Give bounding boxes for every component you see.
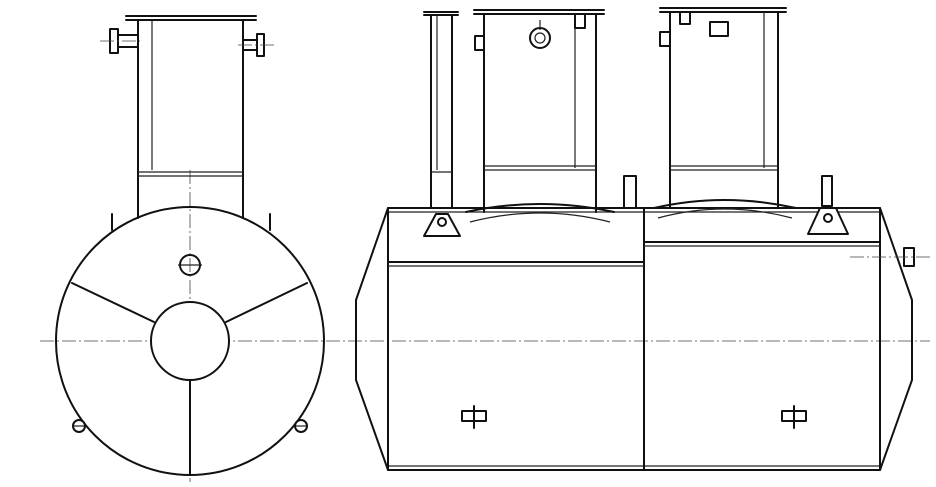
end-view-partition-left	[71, 282, 155, 323]
end-view-central-hub	[150, 301, 230, 381]
side-view-riser-2	[653, 7, 797, 219]
side-view	[355, 7, 932, 471]
side-view-tank-body	[355, 207, 913, 471]
side-view-vent-pipe	[423, 11, 461, 237]
side-view-middle-pin	[623, 175, 637, 209]
riser-1-valve-icon	[529, 27, 551, 49]
side-view-right-lug	[807, 175, 849, 235]
end-view-riser	[100, 15, 275, 219]
side-view-symbol-left	[461, 405, 487, 429]
end-view	[40, 15, 930, 482]
end-view-partition-right	[225, 282, 308, 323]
side-view-symbol-right	[781, 405, 807, 429]
side-view-riser-1	[465, 9, 615, 223]
